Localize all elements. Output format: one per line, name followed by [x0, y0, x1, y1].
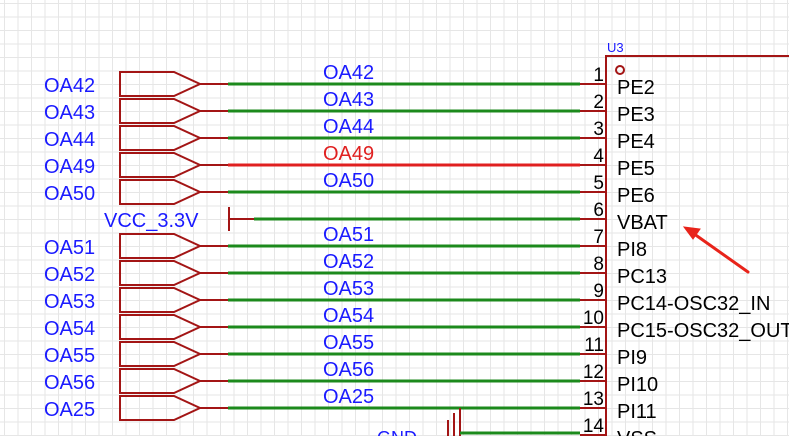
ground-label: GND	[377, 428, 417, 436]
pin-number: 3	[593, 119, 604, 140]
pin-name: PI10	[617, 374, 658, 396]
pin-name: PI11	[617, 401, 657, 423]
pin-number: 8	[593, 254, 604, 275]
pin-number: 9	[593, 281, 604, 302]
pin-name: PE3	[617, 104, 655, 126]
power-label: VCC_3.3V	[104, 210, 199, 232]
pin1-marker	[615, 65, 625, 75]
net-label: OA49	[323, 143, 374, 165]
port-name: OA42	[44, 75, 95, 97]
net-label: OA44	[323, 116, 374, 138]
net-label: OA54	[323, 305, 374, 327]
net-label: OA25	[323, 386, 374, 408]
pin-name: PE5	[617, 158, 655, 180]
pin-name: PE4	[617, 131, 655, 153]
net-port-oa51[interactable]	[119, 233, 203, 259]
port-name: OA50	[44, 183, 95, 205]
pin-number: 11	[584, 335, 604, 356]
net-label: OA53	[323, 278, 374, 300]
pin-number: 13	[583, 389, 604, 410]
port-name: OA56	[44, 372, 95, 394]
pin-name: PI9	[617, 347, 647, 369]
annotation-arrow-head	[682, 226, 701, 240]
net-label: OA42	[323, 62, 374, 84]
net-label: OA56	[323, 359, 374, 381]
pin-number: 1	[593, 65, 604, 86]
pin-name: VBAT	[617, 212, 668, 234]
net-label: OA43	[323, 89, 374, 111]
net-port-oa52[interactable]	[119, 260, 203, 286]
net-port-oa25[interactable]	[119, 395, 203, 421]
pin-name: PC13	[617, 266, 667, 288]
pin-name: PE6	[617, 185, 655, 207]
port-name: OA52	[44, 264, 95, 286]
pin-number: 10	[583, 308, 604, 329]
net-label: OA51	[323, 224, 374, 246]
pin-number: 4	[593, 146, 604, 167]
port-name: OA44	[44, 129, 95, 151]
net-port-oa44[interactable]	[119, 125, 203, 151]
pin-number: 7	[593, 227, 604, 248]
net-port-oa43[interactable]	[119, 98, 203, 124]
net-port-oa42[interactable]	[119, 71, 203, 97]
net-port-oa49[interactable]	[119, 152, 203, 178]
net-port-oa56[interactable]	[119, 368, 203, 394]
pin-name: PC15-OSC32_OUT	[617, 320, 789, 342]
port-name: OA54	[44, 318, 95, 340]
port-name: OA55	[44, 345, 95, 367]
pin-number: 5	[593, 173, 604, 194]
net-label: OA50	[323, 170, 374, 192]
net-port-oa53[interactable]	[119, 287, 203, 313]
pin-number: 2	[593, 92, 604, 113]
net-port-oa55[interactable]	[119, 341, 203, 367]
net-label: OA52	[323, 251, 374, 273]
component-body[interactable]	[605, 55, 789, 436]
port-name: OA43	[44, 102, 95, 124]
net-port-oa50[interactable]	[119, 179, 203, 205]
port-name: OA53	[44, 291, 95, 313]
port-name: OA25	[44, 399, 95, 421]
pin-name: PI8	[617, 239, 647, 261]
port-name: OA51	[44, 237, 95, 259]
net-port-oa54[interactable]	[119, 314, 203, 340]
pin-name: PC14-OSC32_IN	[617, 293, 770, 315]
port-name: OA49	[44, 156, 95, 178]
pin-number: 14	[583, 416, 605, 436]
pin-name: VSS	[617, 428, 657, 436]
pin-name: PE2	[617, 77, 655, 99]
pin-number: 6	[593, 200, 604, 221]
pin-number: 12	[583, 362, 604, 383]
annotation-arrow-shaft	[688, 229, 750, 274]
net-label: OA55	[323, 332, 374, 354]
component-designator: U3	[607, 40, 624, 55]
